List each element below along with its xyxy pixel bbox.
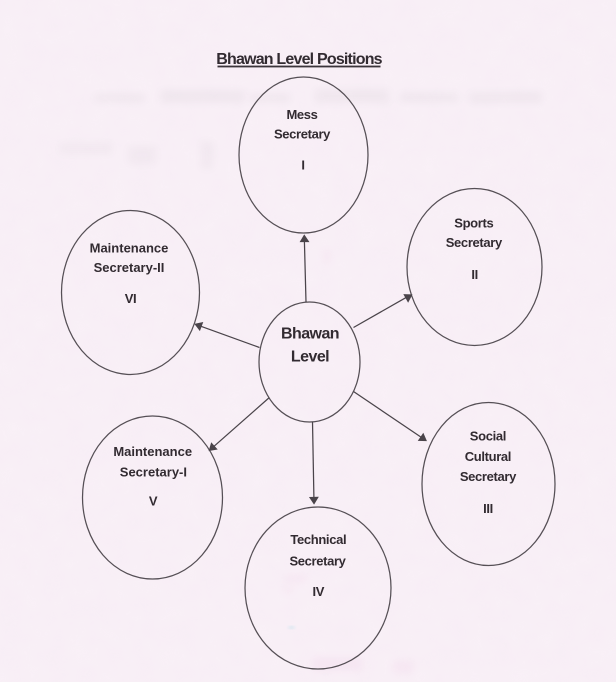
svg-text:IV: IV xyxy=(313,584,325,599)
svg-text:VI: VI xyxy=(125,291,137,306)
svg-text:Maintenance: Maintenance xyxy=(113,444,192,459)
svg-text:Level: Level xyxy=(291,348,329,365)
svg-text:Secretary: Secretary xyxy=(274,127,331,142)
svg-text:Social: Social xyxy=(470,428,506,443)
svg-text:Secretary-II: Secretary-II xyxy=(94,260,165,275)
svg-text:III: III xyxy=(483,501,493,516)
svg-text:Bhawan: Bhawan xyxy=(281,326,339,343)
svg-text:Technical: Technical xyxy=(290,532,346,547)
svg-text:Sports: Sports xyxy=(454,216,493,231)
svg-text:Secretary: Secretary xyxy=(446,235,503,250)
svg-text:V: V xyxy=(149,494,158,509)
svg-text:II: II xyxy=(471,267,478,282)
svg-text:Secretary-I: Secretary-I xyxy=(120,465,187,480)
svg-text:Cultural: Cultural xyxy=(465,449,511,464)
svg-text:Maintenance: Maintenance xyxy=(90,240,169,255)
svg-text:I: I xyxy=(301,157,304,172)
svg-text:Secretary: Secretary xyxy=(460,469,517,484)
svg-text:Mess: Mess xyxy=(286,107,317,122)
svg-text:Bhawan Level Positions: Bhawan Level Positions xyxy=(216,51,382,68)
svg-text:Secretary: Secretary xyxy=(289,554,346,569)
